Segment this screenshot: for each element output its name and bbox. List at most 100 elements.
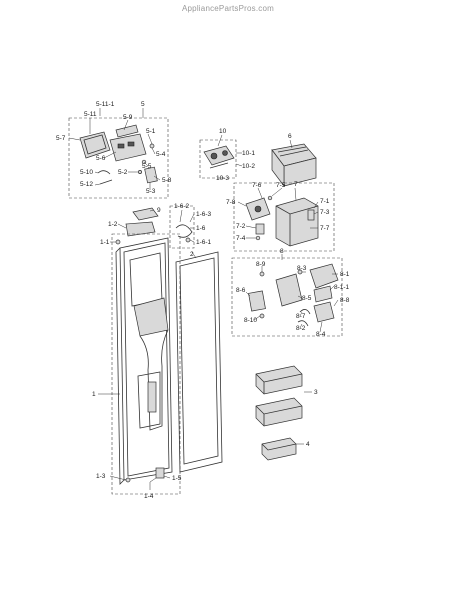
part-8-6-solenoid[interactable] [248, 290, 266, 312]
label-5-4: 5-4 [156, 151, 166, 158]
label-5-3: 5-3 [146, 188, 156, 195]
group-8-dispenser-assembly [231, 254, 343, 337]
label-1-6-1: 1-6-1 [196, 239, 212, 246]
label-8-5: 8-5 [302, 295, 312, 302]
label-6: 6 [288, 133, 292, 140]
part-7-4-screw[interactable] [255, 235, 261, 241]
part-5-11-bezel[interactable] [79, 131, 111, 159]
part-5-9-cover[interactable] [115, 124, 139, 138]
group-8-boundary [231, 257, 343, 337]
part-6-module-cover[interactable] [271, 139, 317, 188]
part-1-6-1-screw[interactable] [185, 237, 191, 243]
label-1-6-3: 1-6-3 [196, 211, 212, 218]
label-10-3: 10-3 [216, 175, 229, 182]
watermark: AppliancePartsPros.com [182, 4, 274, 13]
group-7-boundary [233, 182, 335, 252]
label-5: 5 [141, 101, 145, 108]
label-8-2: 8-2 [296, 325, 306, 332]
label-5-6: 5-6 [96, 155, 106, 162]
group-10-assembly [199, 134, 243, 179]
label-7-7: 7-7 [320, 225, 330, 232]
part-7-7-bucket[interactable] [275, 197, 319, 247]
label-10: 10 [219, 128, 227, 135]
label-8-6: 8-6 [236, 287, 246, 294]
label-3: 3 [314, 389, 318, 396]
part-8-1-chute-cover[interactable] [309, 263, 339, 289]
part-3-door-bins[interactable] [255, 365, 312, 427]
label-7-1: 7-1 [320, 198, 330, 205]
part-10-2-gasket[interactable] [209, 162, 229, 169]
group-5-control-panel [68, 117, 169, 199]
label-5-11: 5-11 [84, 111, 97, 118]
label-7-6: 7-6 [252, 182, 262, 189]
label-8-8: 8-8 [340, 297, 350, 304]
part-9-cap[interactable] [132, 207, 159, 221]
label-5-7: 5-7 [56, 135, 66, 142]
part-5-10-wire[interactable] [97, 170, 111, 175]
label-1: 1 [92, 391, 96, 398]
group-1-6-assembly [169, 205, 195, 249]
label-1-4: 1-4 [144, 493, 154, 500]
label-1-3: 1-3 [96, 473, 106, 480]
part-5-6-control-board[interactable] [109, 133, 147, 162]
group-10-boundary [199, 139, 237, 179]
label-8-4: 8-4 [316, 331, 326, 338]
part-8-1-1-motor[interactable] [313, 285, 333, 303]
part-5-12-clip[interactable] [99, 179, 113, 185]
part-7-3-latch[interactable] [307, 209, 315, 221]
part-4-small-bin[interactable] [261, 437, 304, 461]
part-1-5-hinge[interactable] [155, 467, 165, 479]
label-1-6: 1-6 [196, 225, 206, 232]
label-1-5: 1-5 [172, 475, 182, 482]
part-1-2-hinge-cover[interactable] [125, 221, 156, 237]
label-7-8: 7-8 [226, 199, 236, 206]
part-2-door-gasket[interactable] [175, 251, 223, 473]
part-10-1-housing[interactable] [203, 145, 235, 166]
label-4: 4 [306, 441, 310, 448]
label-1-1: 1-1 [100, 239, 110, 246]
label-5-2: 5-2 [118, 169, 128, 176]
part-5-3-switch[interactable] [144, 166, 158, 184]
label-1-2: 1-2 [108, 221, 118, 228]
part-8-7-spring[interactable] [299, 309, 311, 315]
group-1-boundary [111, 233, 181, 495]
label-8-3: 8-3 [297, 265, 307, 272]
part-5-2-screw[interactable] [138, 170, 142, 174]
label-8: 8 [280, 248, 284, 255]
part-8-10-screw[interactable] [259, 313, 265, 319]
label-8-9: 8-9 [256, 261, 266, 268]
part-7-2-bracket[interactable] [255, 223, 265, 235]
group-7-ice-bucket [233, 182, 335, 252]
label-8-10: 8-10 [244, 317, 257, 324]
group-5-boundary [68, 117, 169, 199]
part-1-1-screw[interactable] [115, 239, 121, 245]
label-8-7: 8-7 [296, 313, 306, 320]
group-1-6-boundary [169, 205, 195, 249]
part-8-9-screw[interactable] [259, 271, 265, 277]
label-1-6-2: 1-6-2 [174, 203, 190, 210]
label-5-9: 5-9 [123, 114, 133, 121]
label-7-3: 7-3 [320, 209, 330, 216]
label-7-4: 7-4 [236, 235, 246, 242]
label-8-1-1: 8-1-1 [334, 284, 350, 291]
label-5-1: 5-1 [146, 128, 156, 135]
label-2: 2 [190, 251, 194, 258]
label-5-12: 5-12 [80, 181, 93, 188]
label-10-1: 10-1 [242, 150, 255, 157]
label-7-5: 7-5 [276, 182, 286, 189]
part-1-door-assembly[interactable] [111, 233, 181, 495]
label-9: 9 [157, 207, 161, 214]
part-1-6-hinge-spring[interactable] [175, 224, 193, 238]
part-8-4-flap[interactable] [313, 301, 335, 323]
label-5-11-1: 5-11-1 [96, 101, 115, 108]
part-7-5-screw[interactable] [267, 195, 273, 201]
label-10-2: 10-2 [242, 163, 255, 170]
part-8-5-duct[interactable] [275, 273, 303, 307]
part-1-3-screw[interactable] [125, 477, 131, 483]
label-7: 7 [294, 181, 298, 188]
part-5-1-screw[interactable] [149, 143, 155, 149]
label-5-5: 5-5 [142, 163, 152, 170]
label-5-8: 5-8 [162, 177, 172, 184]
part-8-2-spring[interactable] [297, 320, 309, 327]
